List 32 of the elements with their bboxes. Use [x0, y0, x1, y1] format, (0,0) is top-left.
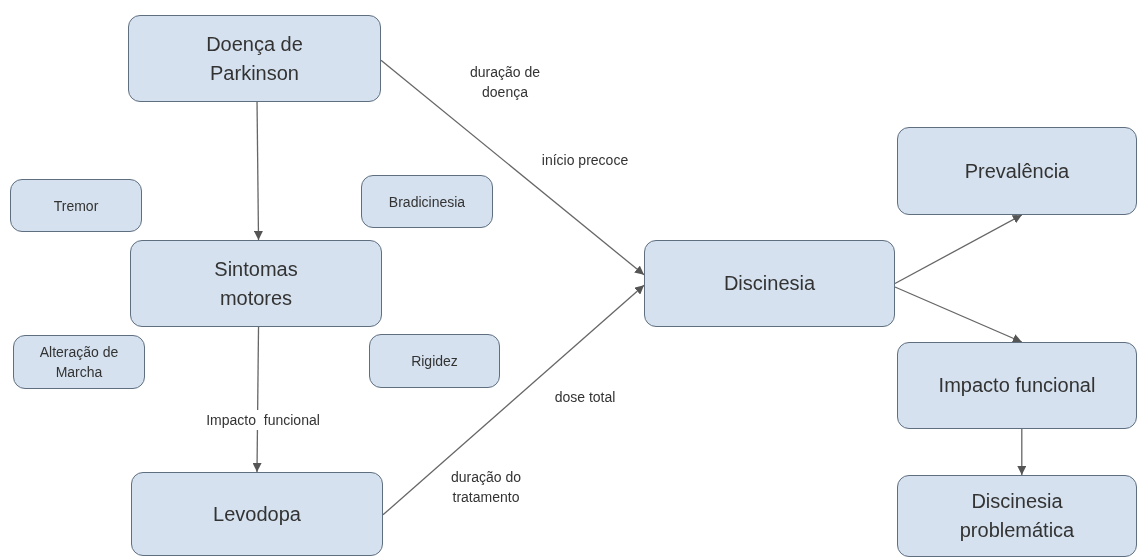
concept-box [128, 15, 381, 102]
concept-box [897, 127, 1137, 215]
concept-box [644, 240, 895, 327]
node-text: Rigidez [411, 352, 458, 371]
node-text: Prevalência [964, 158, 1070, 184]
concept-box [897, 475, 1137, 557]
edge-label: duração de doença [468, 63, 542, 102]
edge-label: dose total [553, 388, 617, 407]
note-label: duração do tratamento [449, 468, 523, 507]
note-label: início precoce [540, 151, 630, 170]
node-text: Doença de Parkinson [205, 31, 304, 86]
arrow [894, 214, 1023, 285]
node-text: Impacto funcional [938, 373, 1096, 398]
arrow [382, 284, 645, 516]
concept-box [13, 335, 145, 389]
concept-box [130, 240, 382, 327]
concept-box [10, 179, 142, 232]
node-text: Discinesia [723, 271, 816, 296]
node-text: Bradicinesia [388, 192, 466, 212]
arrow [253, 101, 263, 241]
concept-box [897, 342, 1137, 429]
arrow [380, 59, 645, 276]
concept-box [369, 334, 500, 388]
node-text: Alteração de Marcha [38, 343, 120, 382]
concept-box [361, 175, 493, 228]
node-text: Sintomas motores [213, 256, 299, 311]
node-text: Discinesia problemática [958, 489, 1076, 543]
concept-box [131, 472, 383, 556]
node-text: Levodopa [213, 501, 301, 527]
node-text: Tremor [53, 196, 99, 216]
arrow [1017, 428, 1027, 476]
arrow [894, 286, 1023, 343]
